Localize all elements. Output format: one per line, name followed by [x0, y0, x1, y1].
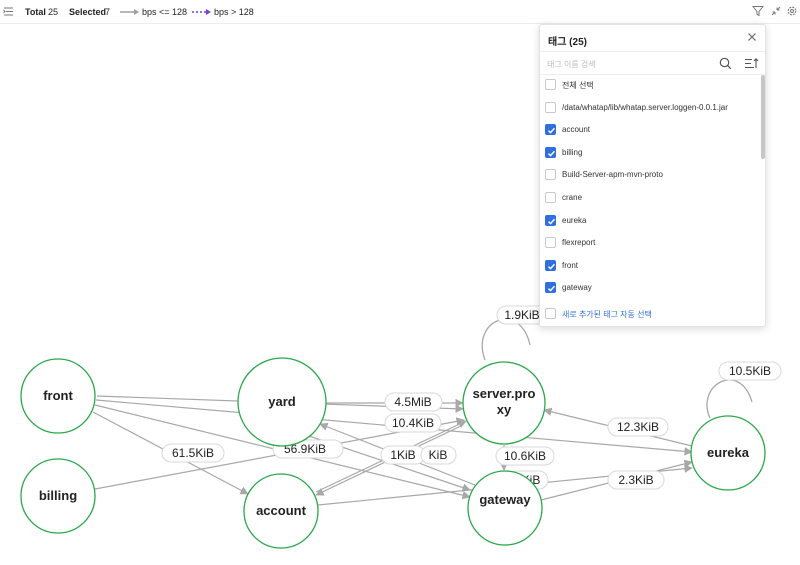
svg-text:billing: billing: [39, 488, 77, 503]
tag-item[interactable]: Build-Server-apm-mvn-proto: [540, 166, 760, 184]
tag-item-label: eureka: [562, 215, 587, 225]
tag-item-label: 전체 선택: [562, 81, 594, 90]
node-gateway[interactable]: gateway: [467, 470, 543, 546]
edge-server-self-loop[interactable]: [481, 318, 531, 361]
tag-item[interactable]: /data/whatap/lib/whatap.server.loggen-0.…: [540, 99, 760, 117]
auto-select-new-tags-row[interactable]: 새로 추가된 태그 자동 선택: [540, 305, 760, 323]
edge-label-1kib: 1KiB: [380, 445, 426, 465]
checkbox-unchecked[interactable]: [545, 79, 556, 90]
checkbox-checked[interactable]: [545, 146, 556, 158]
settings-gear-icon[interactable]: [786, 5, 798, 19]
selected-label: Selected: [69, 7, 107, 17]
legend-low-label: bps <= 128: [142, 7, 188, 17]
svg-text:xy: xy: [497, 402, 512, 417]
svg-text:front: front: [43, 388, 73, 403]
checkbox-checked[interactable]: [545, 259, 556, 271]
svg-text:56.9KiB: 56.9KiB: [284, 442, 326, 456]
checkbox-checked[interactable]: [545, 282, 556, 294]
tag-item[interactable]: flexreport: [540, 234, 760, 252]
checkbox-checked[interactable]: [545, 214, 556, 226]
checkbox-unchecked[interactable]: [545, 101, 556, 113]
node-account[interactable]: account: [243, 473, 319, 549]
total-value: 25: [48, 7, 59, 17]
edge-label-61-5kib: 61.5KiB: [161, 443, 225, 463]
tag-search-bar: [540, 51, 765, 75]
svg-text:account: account: [256, 503, 307, 518]
filter-icon[interactable]: [751, 5, 765, 19]
edge-label-yard-server: 4.5MiB: [384, 392, 443, 412]
tag-list-scrollbar[interactable]: [761, 75, 765, 159]
toolbar: Total 25 Selected 7 bps <= 128 bps > 128: [0, 0, 800, 24]
svg-text:eureka: eureka: [707, 445, 750, 460]
edge-label-2-3kib: 2.3KiB: [607, 470, 665, 490]
panel-title: 태그 (25): [548, 37, 587, 48]
tag-item-label: gateway: [562, 283, 592, 293]
node-server-proxy[interactable]: server.pro xy: [462, 361, 546, 445]
edge-label-10-4kib: 10.4KiB: [384, 413, 442, 433]
checkbox-unchecked[interactable]: [545, 192, 556, 203]
legend-high-arrow-icon: [192, 8, 212, 18]
selected-value: 7: [105, 7, 111, 17]
auto-select-checkbox[interactable]: [545, 308, 556, 319]
tag-item-label: crane: [562, 193, 583, 202]
svg-text:server.pro: server.pro: [473, 386, 536, 401]
svg-text:1.9KiB: 1.9KiB: [504, 308, 539, 322]
tag-item[interactable]: crane: [540, 189, 760, 207]
svg-text:yard: yard: [268, 394, 296, 409]
svg-text:61.5KiB: 61.5KiB: [172, 446, 214, 460]
panel-header: 태그 (25): [540, 25, 765, 51]
total-label: Total: [25, 7, 46, 17]
node-yard[interactable]: yard: [237, 357, 327, 447]
edge-label-eureka-self: 10.5KiB: [718, 361, 782, 381]
close-icon[interactable]: [745, 30, 759, 49]
node-eureka[interactable]: eureka: [690, 415, 766, 491]
tag-item[interactable]: 전체 선택: [540, 76, 760, 94]
svg-text:2.3KiB: 2.3KiB: [618, 473, 653, 487]
tag-item-label: front: [562, 260, 579, 270]
checkbox-checked[interactable]: [545, 124, 556, 136]
svg-text:10.6KiB: 10.6KiB: [504, 449, 546, 463]
tag-item-label: flexreport: [562, 238, 596, 248]
edge-label-kib-a: KiB: [420, 445, 457, 465]
sort-icon[interactable]: [744, 57, 759, 75]
tag-item-label: /data/whatap/lib/whatap.server.loggen-0.…: [562, 102, 728, 112]
svg-text:gateway: gateway: [479, 492, 531, 507]
svg-text:10.5KiB: 10.5KiB: [729, 364, 771, 378]
tag-item[interactable]: account: [540, 121, 760, 139]
tag-item[interactable]: eureka: [540, 212, 760, 230]
tag-item-label: Build-Server-apm-mvn-proto: [562, 170, 663, 180]
edge-label-10-6kib: 10.6KiB: [495, 446, 555, 466]
svg-text:12.3KiB: 12.3KiB: [617, 420, 659, 434]
svg-text:4.5MiB: 4.5MiB: [394, 395, 431, 409]
svg-text:10.4KiB: 10.4KiB: [392, 416, 434, 430]
edge-label-server-self: 1.9KiB: [496, 305, 548, 325]
svg-text:KiB: KiB: [429, 448, 448, 462]
tag-filter-panel: 태그 (25) 전체 선택/data/whatap/lib/whatap.ser…: [539, 24, 766, 327]
topology-graph: 1.9KiB 10.5KiB 4.5MiB 10.4KiB 12.3KiB 61…: [20, 305, 782, 549]
menu-icon[interactable]: [3, 6, 14, 19]
legend-low-arrow-icon: [120, 8, 140, 18]
checkbox-unchecked[interactable]: [545, 169, 556, 181]
tag-item-label: billing: [562, 147, 583, 157]
svg-text:1KiB: 1KiB: [390, 448, 415, 462]
node-front[interactable]: front: [20, 358, 96, 434]
tag-item-label: account: [562, 125, 591, 135]
node-billing[interactable]: billing: [20, 458, 96, 534]
tag-search-input[interactable]: [545, 55, 709, 73]
tag-item[interactable]: front: [540, 257, 760, 275]
tag-item[interactable]: gateway: [540, 279, 760, 297]
checkbox-unchecked[interactable]: [545, 237, 556, 249]
tag-item[interactable]: billing: [540, 144, 760, 162]
edge-eureka-self-loop[interactable]: [706, 379, 753, 419]
topology-canvas[interactable]: 1.9KiB 10.5KiB 4.5MiB 10.4KiB 12.3KiB 61…: [0, 24, 800, 565]
search-icon[interactable]: [719, 57, 732, 75]
collapse-icon[interactable]: [770, 5, 782, 19]
legend-high-label: bps > 128: [214, 7, 254, 17]
auto-select-label: 새로 추가된 태그 자동 선택: [562, 310, 652, 319]
edge-label-12-3kib: 12.3KiB: [607, 417, 669, 437]
